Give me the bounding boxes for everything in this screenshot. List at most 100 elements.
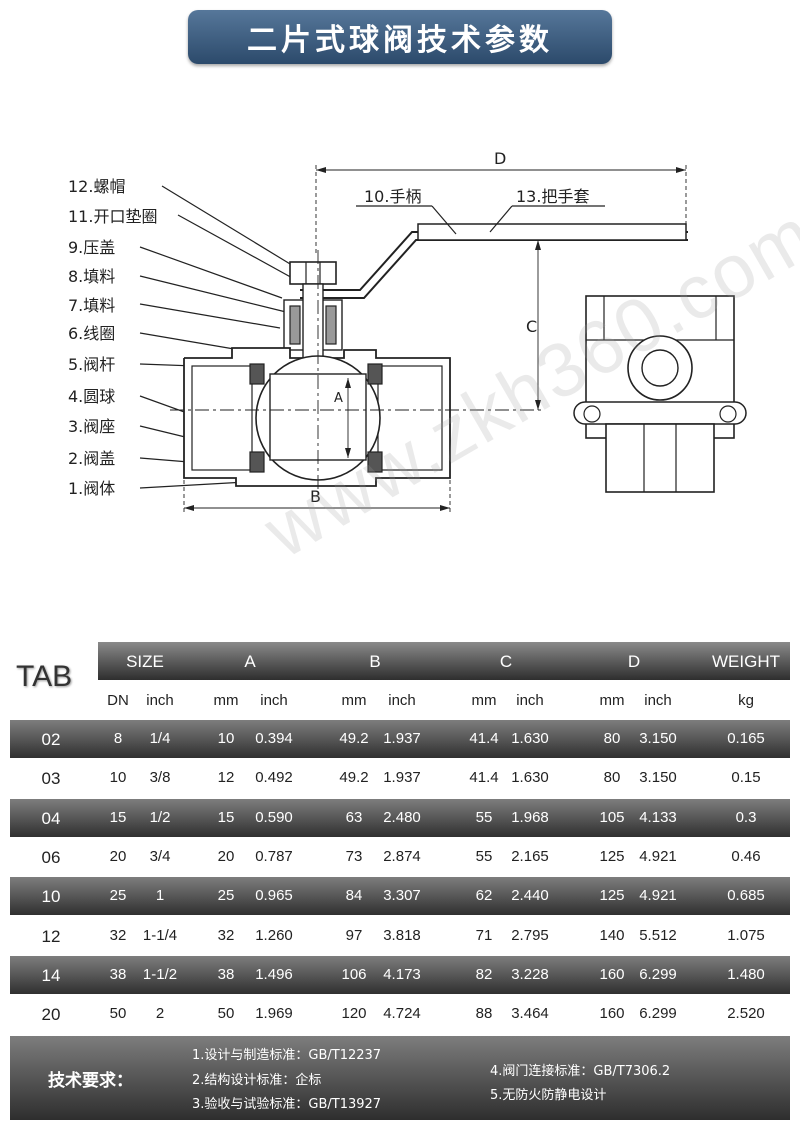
dim-b-label: B — [310, 487, 321, 506]
table-cell: 0.3 — [735, 809, 757, 826]
requirement-item: 1.设计与制造标准：GB/T12237 — [192, 1048, 382, 1063]
table-cell: 1 — [155, 887, 165, 904]
part-label: 3.阀座 — [68, 417, 115, 436]
table-cell: 38 — [217, 966, 235, 983]
table-cell: 12 — [41, 927, 61, 946]
table-cell: 0.492 — [255, 769, 293, 786]
table-cell: 0.965 — [255, 887, 293, 904]
handle-label: 10.手柄 — [364, 187, 421, 206]
table-cell: 97 — [345, 927, 363, 944]
table-cell: 84 — [345, 887, 363, 904]
ball-valve-drawing: 12.螺帽 11.开口垫圈 9.压盖 8.填料 7.填料 6.线圈 5.阀杆 4… — [68, 149, 747, 512]
dim-d-label: D — [494, 149, 506, 168]
subheader: mm — [471, 692, 497, 709]
table-cell: 160 — [599, 1005, 625, 1022]
table-cell: 6.299 — [639, 966, 677, 983]
table-cell: 125 — [599, 848, 625, 865]
table-cell: 1/4 — [149, 730, 171, 747]
table-cell: 1.480 — [727, 966, 765, 983]
table-cell: 10 — [41, 887, 61, 906]
requirement-item: 4.阀门连接标准：GB/T7306.2 — [490, 1064, 671, 1079]
table-header-bar — [98, 642, 790, 680]
header-c: C — [499, 652, 513, 671]
subheader: inch — [644, 692, 672, 709]
table-cell: 0.165 — [727, 730, 765, 747]
table-cell: 0.787 — [255, 848, 293, 865]
table-cell: 2.874 — [383, 848, 421, 865]
table-cell: 10 — [217, 730, 235, 747]
requirement-item: 5.无防火防静电设计 — [490, 1088, 607, 1103]
tab-label: TAB — [16, 660, 73, 693]
table-cell: 0.685 — [727, 887, 765, 904]
subheader: inch — [516, 692, 544, 709]
requirements-title: 技术要求： — [48, 1071, 133, 1091]
table-cell: 49.2 — [339, 730, 369, 747]
table-cell: 2.440 — [511, 887, 549, 904]
part-label: 6.线圈 — [68, 324, 115, 343]
table-cell: 160 — [599, 966, 625, 983]
table-cell: 2.480 — [383, 809, 421, 826]
table-cell: 32 — [109, 927, 127, 944]
table-cell: 1-1/2 — [142, 966, 178, 983]
table-cell: 25 — [109, 887, 127, 904]
table-cell: 88 — [475, 1005, 493, 1022]
table-cell: 15 — [217, 809, 235, 826]
subheader: mm — [213, 692, 239, 709]
table-cell: 5.512 — [639, 927, 677, 944]
table-cell: 2.520 — [727, 1005, 765, 1022]
page-title: 二片式球阀技术参数 — [247, 23, 553, 58]
header-b: B — [369, 652, 381, 671]
table-cell: 1.630 — [511, 730, 549, 747]
table-cell: 2.165 — [511, 848, 549, 865]
title-banner: 二片式球阀技术参数 — [188, 10, 612, 64]
dim-c-label: C — [526, 317, 537, 336]
table-cell: 55 — [475, 848, 493, 865]
table-cell: 3.150 — [639, 769, 677, 786]
table-cell: 0.394 — [255, 730, 293, 747]
table-cell: 38 — [109, 966, 127, 983]
table-cell: 10 — [109, 769, 127, 786]
subheader: inch — [146, 692, 174, 709]
subheader: mm — [341, 692, 367, 709]
dim-a-label: A — [334, 391, 343, 406]
table-cell: 0.590 — [255, 809, 293, 826]
table-cell: 4.921 — [639, 887, 677, 904]
table-cell: 41.4 — [469, 730, 499, 747]
subheader: inch — [388, 692, 416, 709]
table-cell: 1.968 — [511, 809, 549, 826]
table-cell: 1.969 — [255, 1005, 293, 1022]
table-cell: 4.724 — [383, 1005, 421, 1022]
table-cell: 3/8 — [149, 769, 171, 786]
table-cell: 55 — [475, 809, 493, 826]
table-cell: 80 — [603, 769, 621, 786]
table-cell: 62 — [475, 887, 493, 904]
table-cell: 1.630 — [511, 769, 549, 786]
table-cell: 3.818 — [383, 927, 421, 944]
requirement-item: 2.结构设计标准：企标 — [192, 1073, 322, 1088]
table-cell: 80 — [603, 730, 621, 747]
table-cell: 03 — [41, 769, 61, 788]
table-cell: 2.795 — [511, 927, 549, 944]
requirement-item: 3.验收与试验标准：GB/T13927 — [192, 1097, 382, 1112]
subheader: kg — [738, 692, 754, 709]
table-cell: 49.2 — [339, 769, 369, 786]
table-cell: 15 — [109, 809, 127, 826]
part-label: 1.阀体 — [68, 479, 115, 498]
table-cell: 120 — [341, 1005, 367, 1022]
table-cell: 63 — [345, 809, 363, 826]
sleeve-label: 13.把手套 — [516, 187, 589, 206]
header-weight: WEIGHT — [712, 652, 780, 671]
table-cell: 1-1/4 — [142, 927, 178, 944]
technical-requirements: 技术要求： 1.设计与制造标准：GB/T12237 2.结构设计标准：企标 3.… — [10, 1036, 790, 1120]
table-cell: 20 — [109, 848, 127, 865]
part-label: 4.圆球 — [68, 387, 115, 406]
part-label: 11.开口垫圈 — [68, 207, 157, 226]
part-label: 12.螺帽 — [68, 177, 125, 196]
